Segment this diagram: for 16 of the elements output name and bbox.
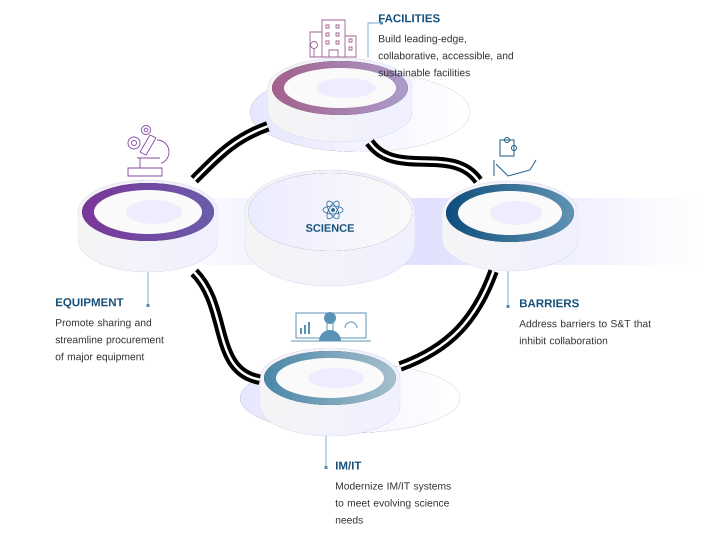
feature-text: FACILITIES Build leading-edge, collaborative, accessible, and sustainable facilities	[378, 14, 513, 76]
feature-text: EQUIPMENT Promote sharing and streamline procurement of major equipment	[56, 298, 164, 362]
double-line-connector	[366, 138, 482, 184]
disk	[442, 180, 578, 272]
leader-line	[146, 272, 150, 307]
feature-text: BARRIERS Address barriers to S&T that inhibit collaboration	[519, 299, 651, 344]
feature-text: IM/IT Modernize IM/IT systems to meet evolving science needs	[335, 461, 451, 524]
double-line-connector	[190, 268, 262, 385]
leader-line	[506, 270, 510, 308]
double-line-connector	[190, 121, 270, 184]
double-line-connector	[398, 269, 498, 372]
science-disk: SCIENCE	[244, 170, 416, 286]
disk	[78, 180, 218, 272]
leader-line	[368, 22, 383, 58]
leader-line	[324, 436, 328, 469]
disk	[260, 348, 400, 436]
